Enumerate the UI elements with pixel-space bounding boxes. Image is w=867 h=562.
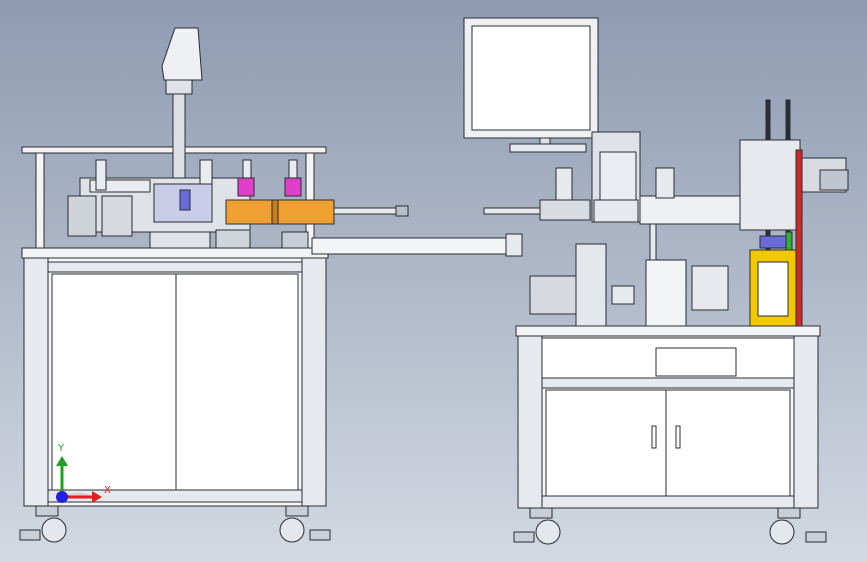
- motor: [215, 229, 251, 251]
- rod-end: [395, 205, 409, 217]
- drawer-handle[interactable]: [655, 347, 737, 377]
- monitor-screen: [471, 25, 591, 131]
- left-foot-2: [285, 505, 309, 517]
- left-leg-right: [301, 257, 327, 507]
- right-foot-2: [777, 507, 801, 519]
- axis-y-label: Y: [58, 443, 65, 454]
- conveyor-beam: [311, 237, 523, 255]
- gripper-block-2: [101, 195, 133, 237]
- right-leveler-2: [805, 531, 827, 543]
- right-middle-rail: [541, 377, 795, 389]
- right-leg-right: [793, 335, 819, 509]
- press-plate: [593, 199, 639, 223]
- slot-guide: [575, 243, 607, 327]
- right-bottom-rail: [541, 495, 795, 509]
- cylinder-vertical-2: [199, 159, 213, 187]
- coordinate-triad-icon: [56, 456, 102, 503]
- left-door-left[interactable]: [51, 273, 177, 491]
- left-caster-2: [279, 517, 305, 543]
- right-leveler-1: [513, 531, 535, 543]
- right-leg-left: [517, 335, 543, 509]
- left-upper-rail: [47, 261, 303, 273]
- fixture: [281, 231, 309, 249]
- left-bottom-rail: [47, 489, 303, 503]
- center-cylinder: [655, 167, 675, 199]
- left-leveler-2: [309, 529, 331, 541]
- slide-block: [611, 285, 635, 305]
- right-machine[interactable]: [463, 17, 849, 545]
- camera-bracket: [165, 79, 193, 95]
- left-door-right[interactable]: [175, 273, 299, 491]
- right-foot-1: [529, 507, 553, 519]
- reel-housing: [739, 139, 801, 231]
- left-foot-1: [35, 505, 59, 517]
- gripper-block-1: [67, 195, 97, 237]
- cylinder-vertical-1: [95, 159, 107, 191]
- monitor-base: [509, 143, 587, 153]
- yellow-frame-window: [757, 261, 789, 317]
- left-leveler-1: [19, 529, 41, 541]
- cylinder-rod: [333, 207, 397, 215]
- magenta-valve-2: [284, 177, 302, 197]
- red-guide: [795, 149, 803, 327]
- window-block: [529, 275, 577, 315]
- magenta-valve-1: [237, 177, 255, 197]
- conveyor-end: [505, 233, 523, 257]
- lower-housing: [645, 259, 687, 327]
- camera-head: [161, 27, 203, 81]
- left-table-top: [21, 247, 329, 259]
- door-handle-left[interactable]: [651, 425, 657, 449]
- door-handle-right[interactable]: [675, 425, 681, 449]
- orange-cylinder-body: [225, 199, 335, 225]
- feeder-rod: [483, 207, 541, 215]
- blue-slot: [179, 189, 191, 211]
- valve-stem-2: [288, 159, 298, 181]
- right-caster-2: [769, 519, 795, 545]
- left-caster-1: [41, 517, 67, 543]
- axis-x-label: X: [104, 485, 111, 496]
- motor-shaft: [819, 169, 849, 191]
- base-block: [149, 231, 211, 249]
- lower-motor: [691, 265, 729, 311]
- left-leg-left: [23, 257, 49, 507]
- left-machine[interactable]: [19, 27, 409, 543]
- conveyor-bridge[interactable]: [311, 233, 523, 257]
- blue-plate: [759, 235, 787, 249]
- valve-stem-1: [242, 159, 252, 181]
- feeder-bracket: [539, 199, 591, 221]
- right-table-top: [515, 325, 821, 337]
- orange-cylinder-seam: [271, 199, 279, 225]
- center-frame: [639, 195, 741, 225]
- right-caster-1: [535, 519, 561, 545]
- left-shelf-post-left: [35, 152, 45, 251]
- right-door-left[interactable]: [545, 389, 667, 497]
- right-door-right[interactable]: [665, 389, 791, 497]
